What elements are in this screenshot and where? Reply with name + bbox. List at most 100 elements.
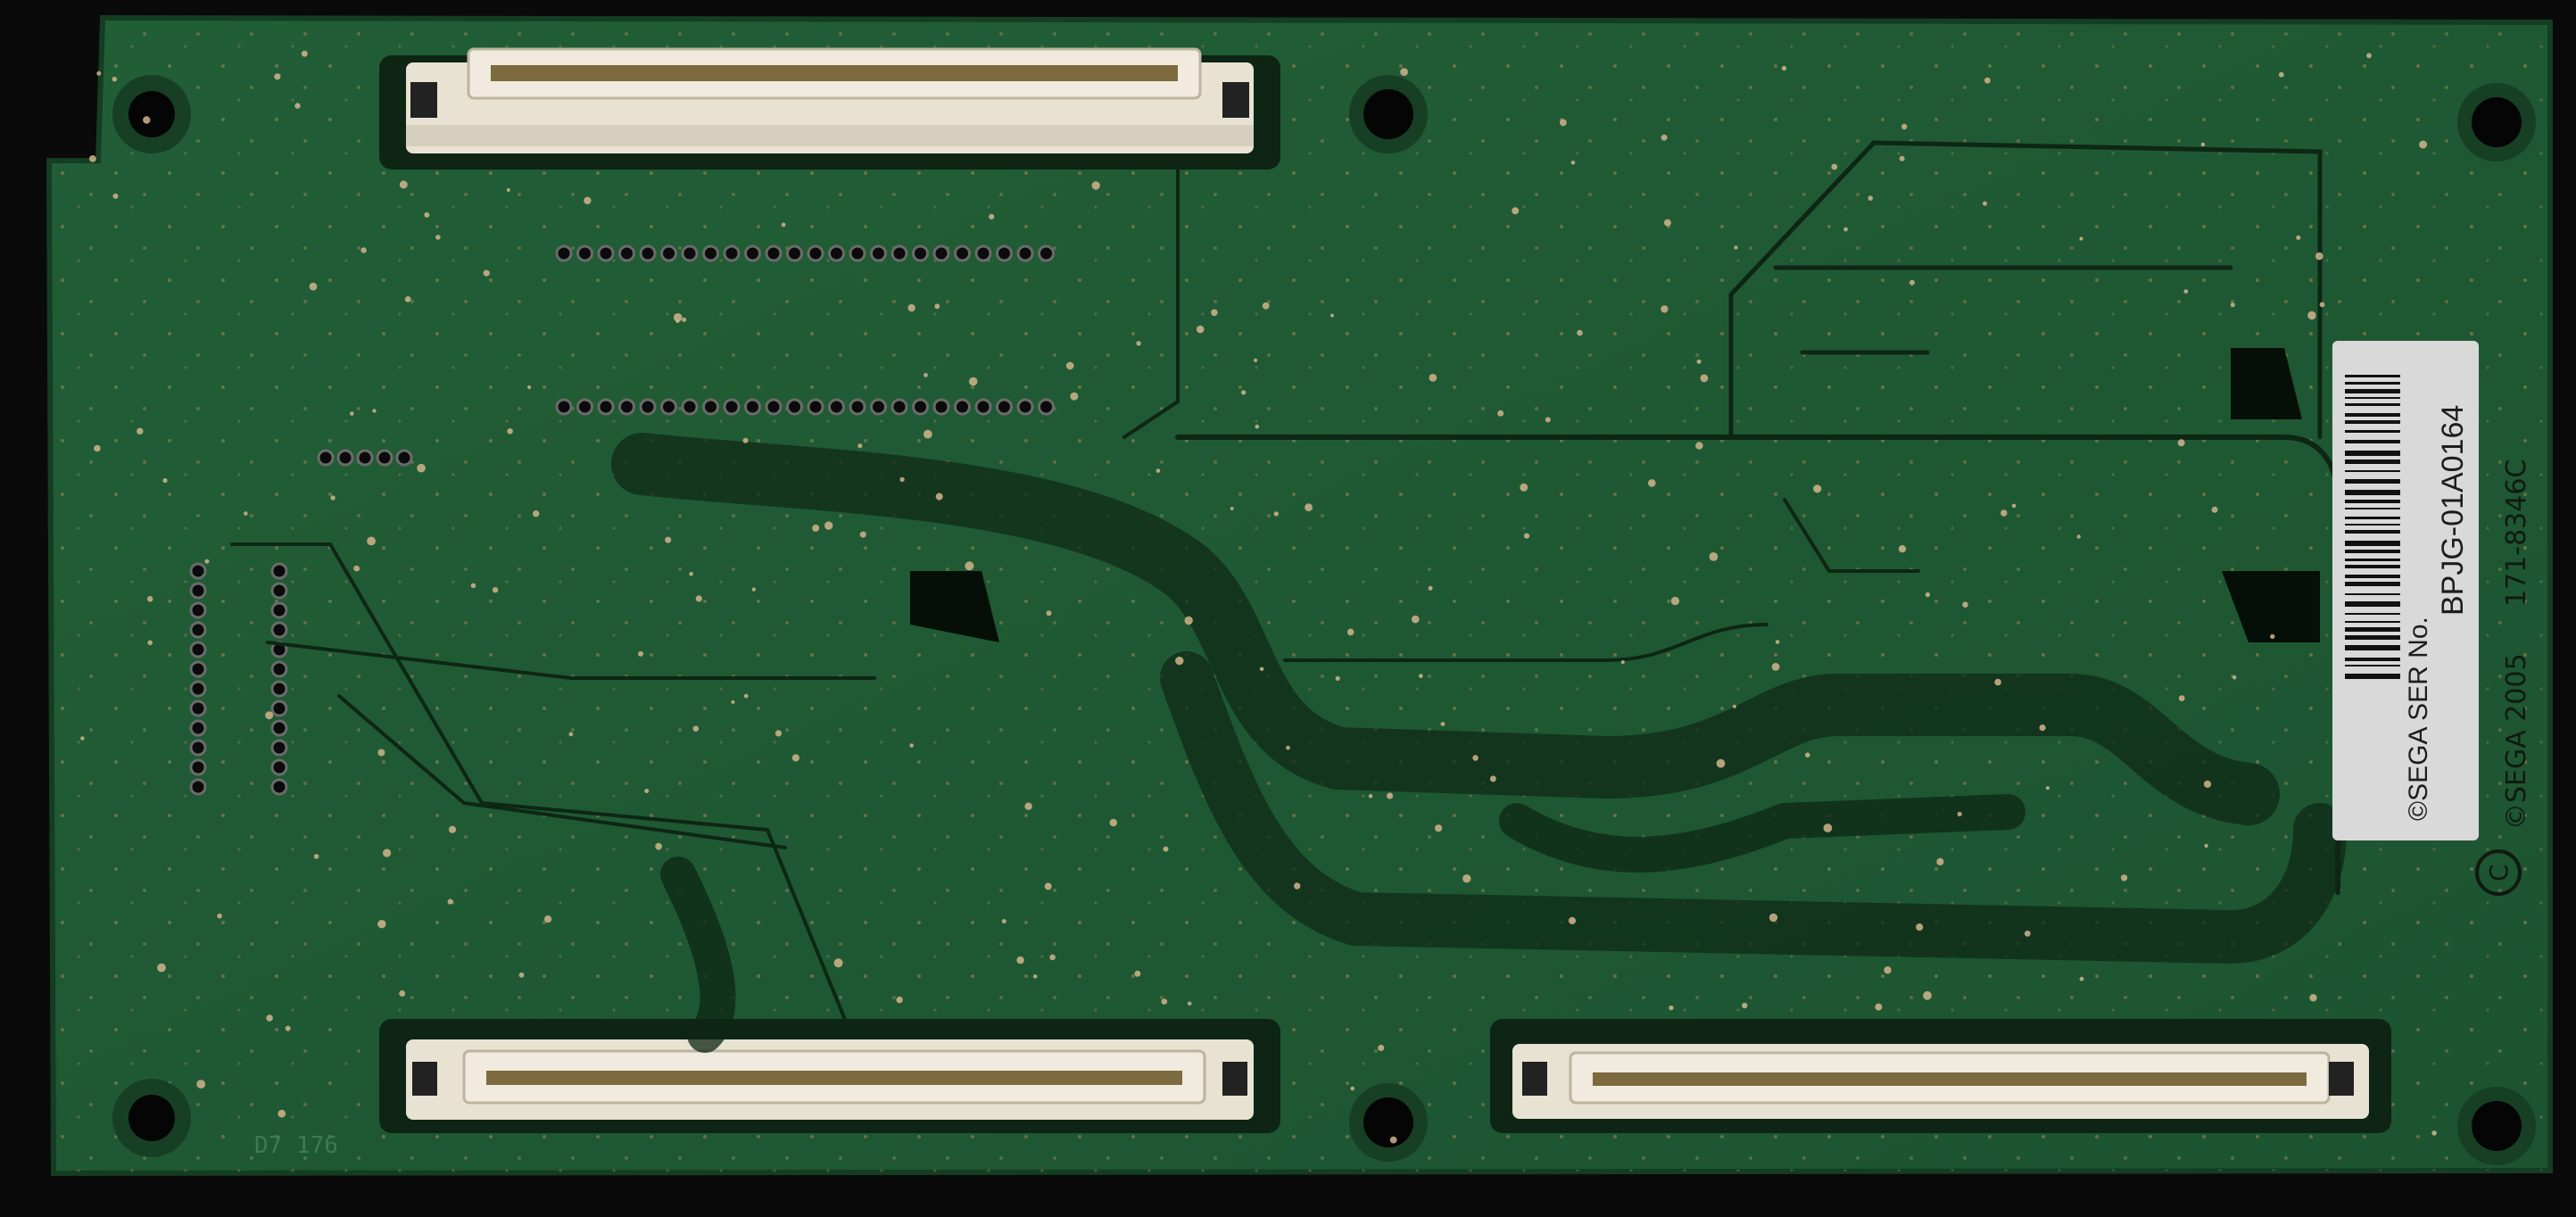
via [285,1025,291,1031]
via [1732,704,1736,708]
via [1350,1086,1355,1091]
pad [974,398,992,416]
connector-bottom-right [1490,1019,2391,1133]
via [506,188,510,192]
via [1187,1001,1192,1006]
pad [786,244,803,262]
pad [849,398,866,416]
via [1923,990,1932,1000]
via [367,536,376,546]
via [924,429,932,439]
via [2211,506,2218,513]
silkscreen-copyright: ©SEGA 2005 [2501,653,2532,830]
pad [807,244,824,262]
via [1524,533,1530,539]
silkscreen-circle [2475,849,2522,896]
via [1196,325,1205,334]
via [673,313,683,322]
via [1899,155,1905,161]
pad [555,244,573,262]
via [1875,1003,1883,1011]
pcb-speckle [49,18,2550,1173]
via [2270,633,2275,640]
via [2120,874,2128,882]
pad [702,244,719,262]
pad [270,601,288,619]
via [1669,1005,1674,1011]
via [294,103,301,109]
pad [807,398,824,416]
via [751,587,756,592]
barcode-bar [2345,375,2400,377]
via [1032,974,1038,979]
pad [890,398,908,416]
barcode-bar [2345,613,2400,615]
via [731,700,735,704]
via [1428,585,1433,591]
pad [932,244,950,262]
via [112,77,117,82]
pad [870,244,887,262]
barcode-bar [2345,645,2400,650]
barcode-bar [2345,440,2400,443]
barcode-bar [2345,601,2400,607]
via [1813,484,1822,493]
ic-footprint-pads [189,244,1055,796]
pad [270,582,288,600]
pad [189,641,207,658]
pad [576,398,593,416]
via [1696,359,1702,364]
via [112,193,119,199]
pad [189,621,207,639]
via [692,725,700,732]
via [2315,252,2323,261]
via [1695,442,1703,450]
via [824,521,833,530]
via [1175,656,1184,666]
pad [336,449,354,467]
pad [395,449,413,467]
barcode-bar [2345,635,2400,640]
via [644,789,650,793]
via [2200,142,2206,147]
via [1429,374,1437,382]
via [1016,956,1024,964]
pad [849,244,866,262]
via [435,235,441,240]
pad [189,660,207,678]
barcode-bar [2345,403,2400,406]
pad [270,739,288,757]
via [350,411,354,416]
pad [1016,244,1034,262]
via [265,711,274,720]
pad [786,398,803,416]
via [1091,181,1100,190]
pad [189,739,207,757]
via [1387,792,1394,799]
via [2076,534,2081,539]
barcode-bar [2345,382,2400,385]
via [1805,752,1810,758]
pad [270,758,288,776]
via [1843,227,1849,232]
via [360,247,367,253]
via [147,640,153,646]
via [1901,123,1908,130]
barcode-bar [2345,524,2400,526]
via [812,524,820,532]
via [968,377,978,386]
via [909,743,914,748]
via [682,317,687,322]
pad [996,398,1013,416]
via [2366,53,2372,59]
via [266,1014,273,1022]
pad [618,244,635,262]
via [1868,195,1873,201]
via [1512,207,1520,215]
via [157,963,166,973]
barcode [2345,375,2400,679]
via [470,583,476,589]
via [1620,660,1625,665]
via [1419,674,1423,678]
